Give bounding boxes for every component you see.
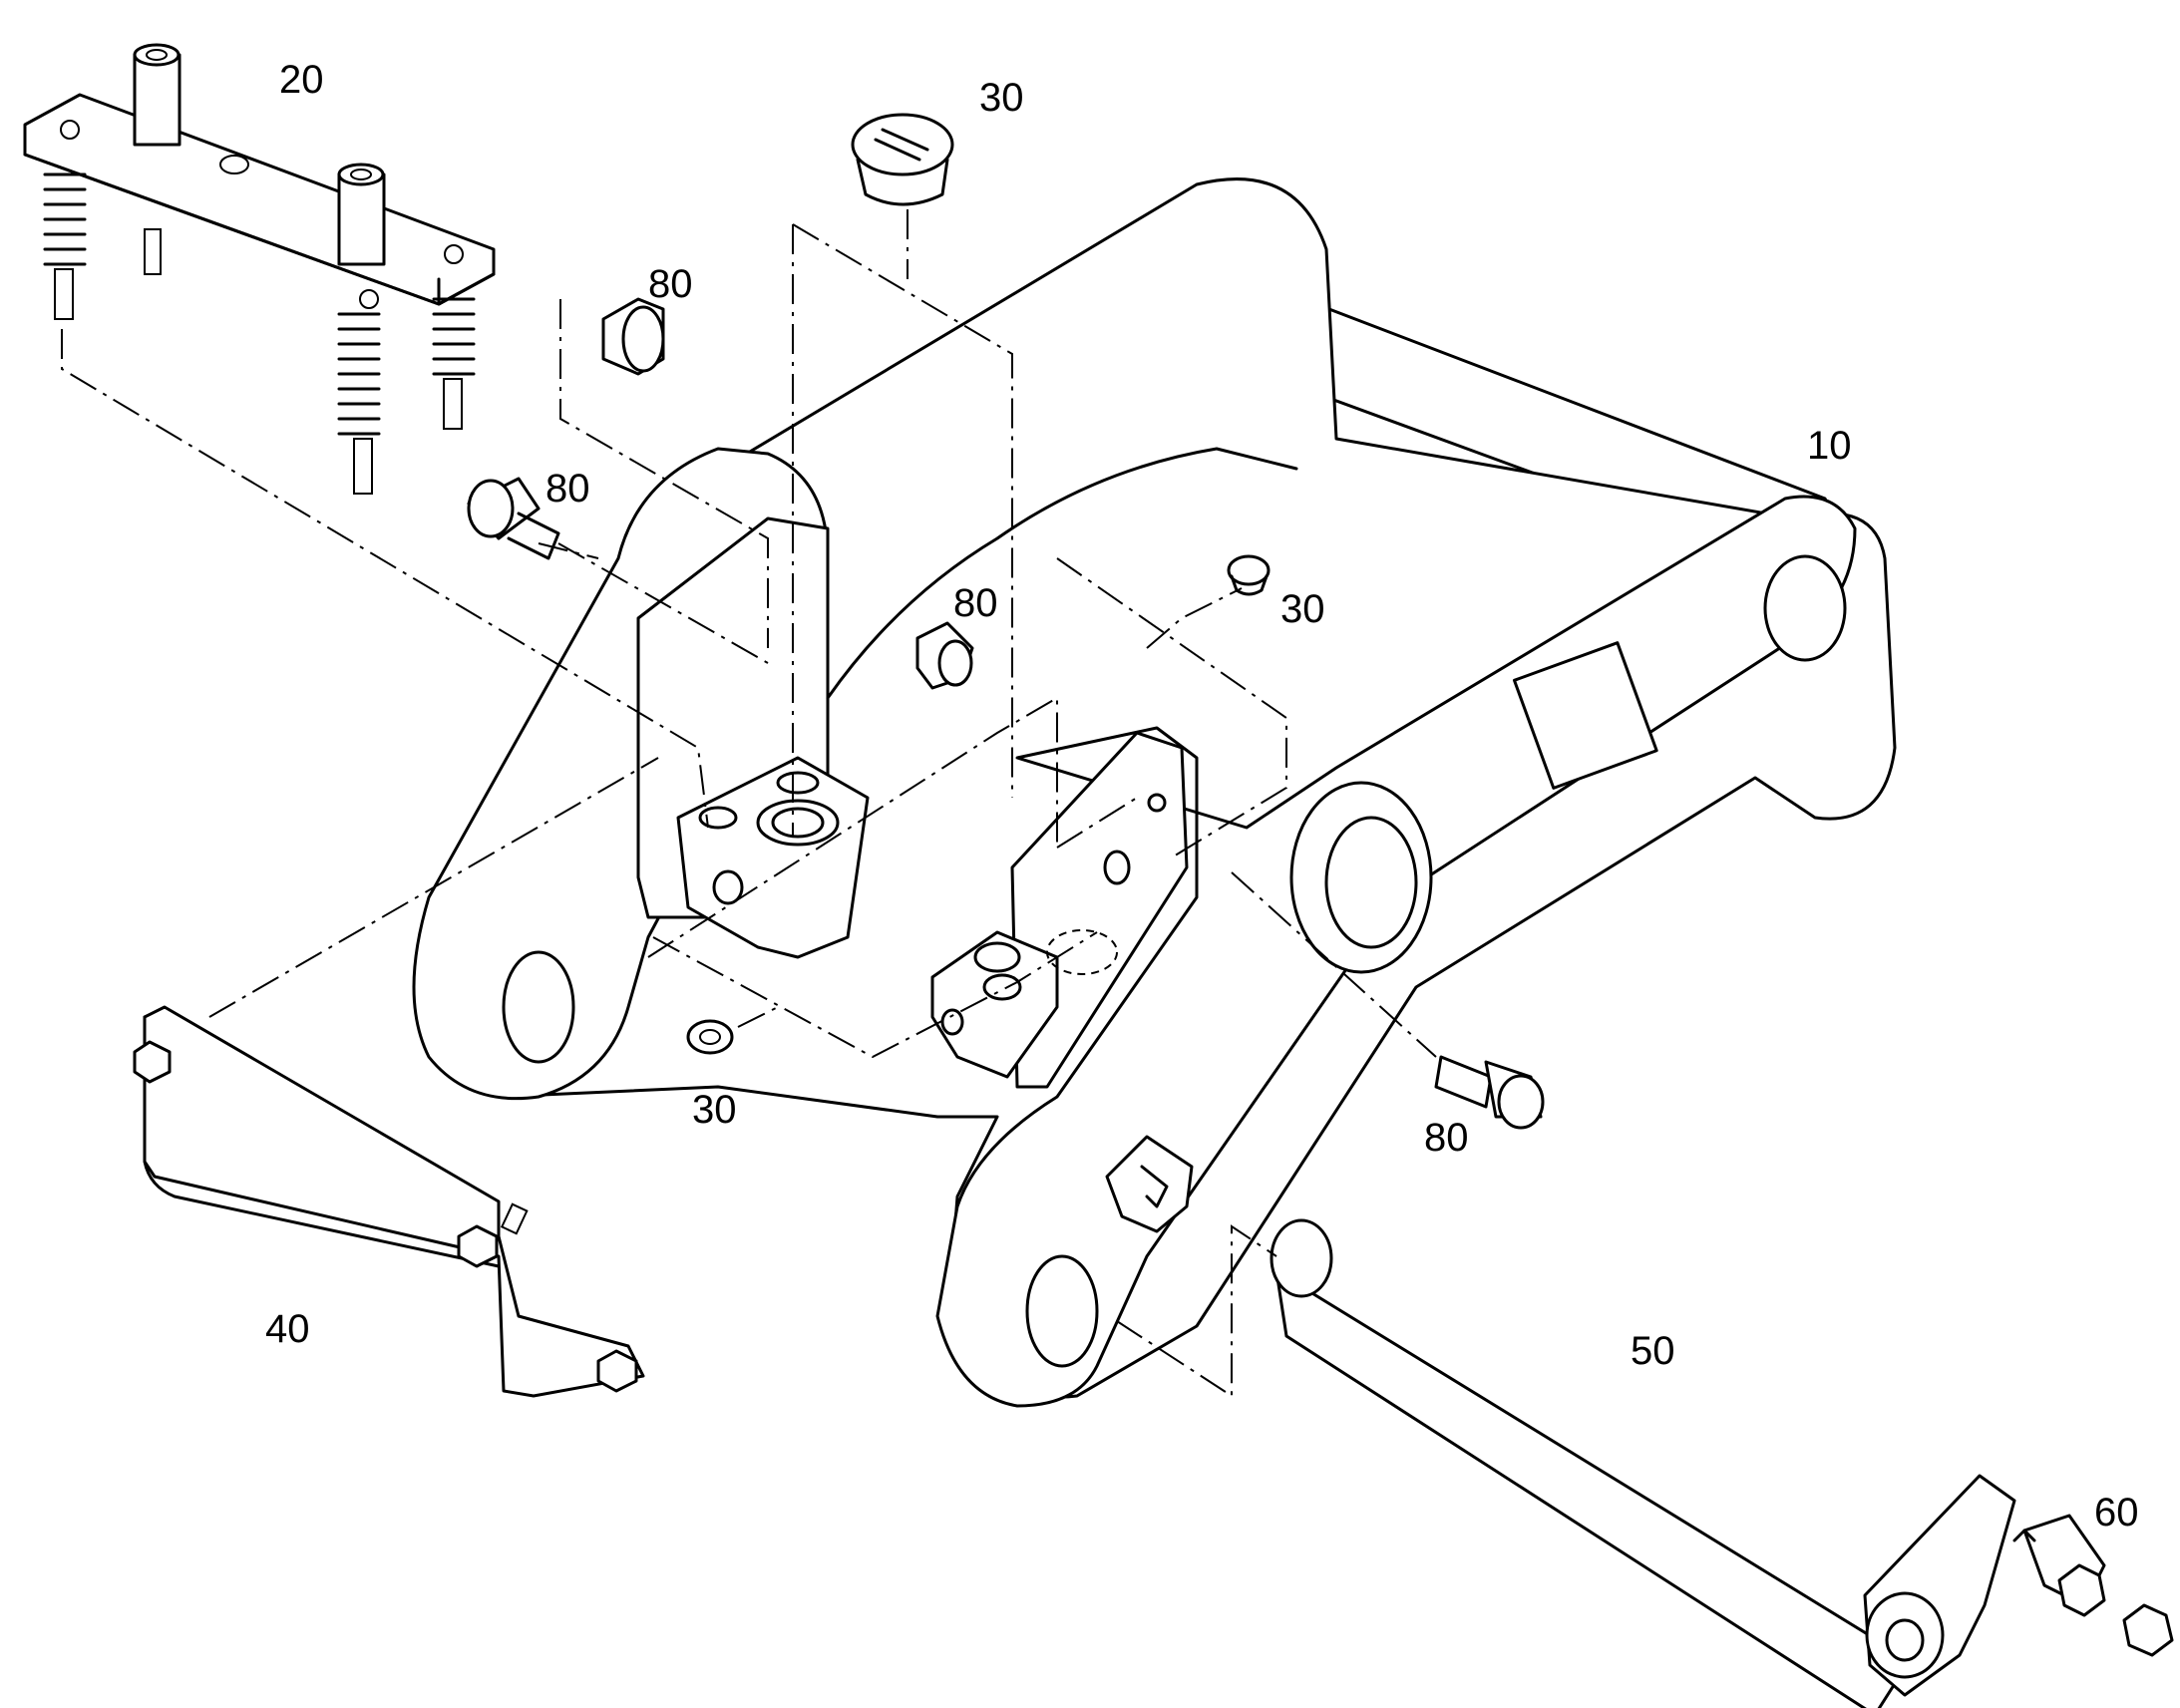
bolt-part-80-left xyxy=(467,477,560,560)
spring-plate-part-20 xyxy=(23,43,496,495)
callout-30-top: 30 xyxy=(979,76,1024,120)
plug-part-30-top xyxy=(851,113,954,206)
callout-80-top: 80 xyxy=(648,262,693,306)
plug-part-30-bottom xyxy=(686,1019,734,1055)
callout-10: 10 xyxy=(1807,424,1852,468)
valve-block-left xyxy=(676,756,870,959)
guard-plate-part-40 xyxy=(133,1005,645,1398)
callout-80-mid: 80 xyxy=(953,581,998,625)
callout-50: 50 xyxy=(1631,1329,1675,1373)
bolt-nut-part-60 xyxy=(2012,1514,2174,1657)
callout-40: 40 xyxy=(265,1307,310,1351)
callout-30-right: 30 xyxy=(1280,587,1325,631)
callout-80-right: 80 xyxy=(1424,1116,1469,1160)
bushing-part-80-mid xyxy=(915,621,974,690)
bolt-part-80-right xyxy=(1434,1055,1545,1130)
callout-60: 60 xyxy=(2094,1491,2139,1535)
pin-part-50 xyxy=(1270,1218,2016,1708)
assembly-lines xyxy=(61,209,1437,1398)
callout-30-bottom: 30 xyxy=(692,1088,737,1132)
callout-20: 20 xyxy=(279,58,324,102)
bushing-part-80-top xyxy=(601,297,665,376)
callouts: 10 20 30 30 30 40 50 60 80 80 80 80 xyxy=(265,58,2139,1535)
callout-80-left: 80 xyxy=(545,467,590,511)
